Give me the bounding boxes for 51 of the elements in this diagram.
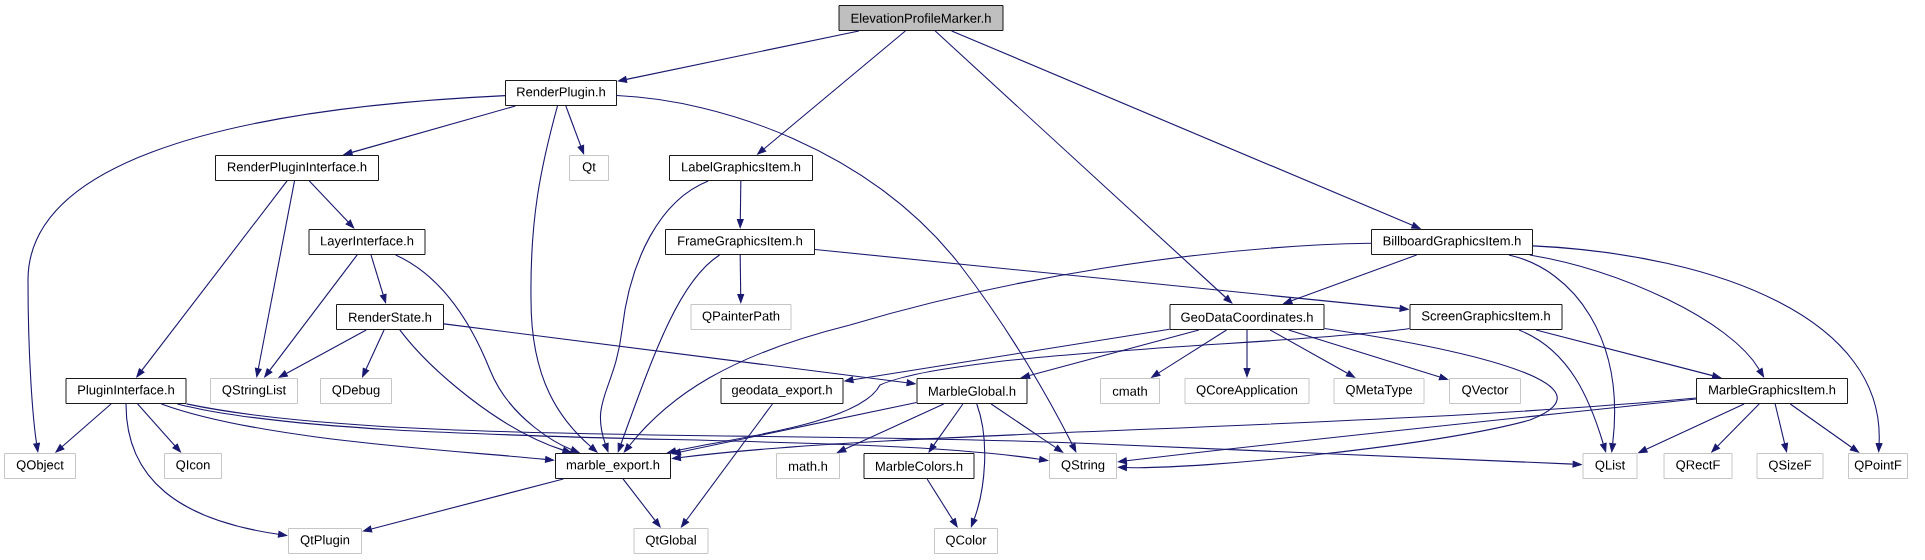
arrow bbox=[928, 403, 964, 453]
file-box: LabelGraphicsItem.h bbox=[669, 155, 813, 181]
file-box: QtGlobal bbox=[633, 528, 709, 554]
file-box: LayerInterface.h bbox=[308, 229, 426, 255]
file-box: QObject bbox=[4, 453, 76, 479]
file-box: QtPlugin bbox=[288, 528, 362, 554]
file-box: MarbleColors.h bbox=[863, 453, 975, 479]
file-box: QList bbox=[1582, 453, 1638, 479]
file-box: FrameGraphicsItem.h bbox=[665, 229, 815, 255]
arrow bbox=[970, 403, 986, 528]
file-box: PluginInterface.h bbox=[65, 378, 187, 404]
file-box: BillboardGraphicsItem.h bbox=[1371, 229, 1533, 255]
arrow bbox=[362, 329, 385, 378]
arrow bbox=[308, 180, 355, 229]
arrow bbox=[616, 94, 1077, 453]
file-box: geodata_export.h bbox=[720, 378, 844, 404]
file-box: QVector bbox=[1449, 378, 1521, 404]
arrow bbox=[1288, 329, 1449, 381]
file-box: QMetaType bbox=[1333, 378, 1425, 404]
arrow bbox=[1529, 254, 1765, 378]
file-box: QString bbox=[1049, 453, 1117, 479]
file-box: math.h bbox=[776, 453, 840, 479]
arrow bbox=[1269, 329, 1356, 378]
file-box: QDebug bbox=[320, 378, 392, 404]
file-box: QSizeF bbox=[1756, 453, 1824, 479]
arrow bbox=[622, 478, 661, 528]
file-box: RenderState.h bbox=[336, 304, 444, 330]
file-box: QStringList bbox=[210, 378, 298, 404]
file-box: QColor bbox=[934, 528, 998, 554]
file-box: cmath bbox=[1100, 378, 1160, 404]
file-box: QIcon bbox=[164, 453, 222, 479]
file-box: MarbleGraphicsItem.h bbox=[1696, 378, 1848, 404]
file-box: marble_export.h bbox=[555, 453, 671, 479]
arrow bbox=[934, 30, 1233, 304]
file-box: QPointF bbox=[1848, 453, 1908, 479]
arrow bbox=[990, 403, 1064, 453]
file-box: QCoreApplication bbox=[1184, 378, 1310, 404]
file-box: ScreenGraphicsItem.h bbox=[1409, 304, 1563, 330]
file-box: Qt bbox=[569, 155, 609, 181]
file-box: GeoDataCoordinates.h bbox=[1169, 304, 1325, 330]
arrow bbox=[623, 242, 1372, 453]
file-box: QPainterPath bbox=[690, 304, 792, 330]
file-box: ElevationProfileMarker.h bbox=[838, 5, 1004, 31]
arrow bbox=[565, 105, 585, 155]
file-box: RenderPlugin.h bbox=[505, 80, 617, 106]
arrow bbox=[599, 180, 709, 453]
file-box: RenderPluginInterface.h bbox=[215, 155, 379, 181]
file-box: QRectF bbox=[1663, 453, 1733, 479]
file-box: MarbleGlobal.h bbox=[916, 378, 1028, 404]
arrow bbox=[926, 478, 958, 528]
arrow bbox=[617, 254, 721, 453]
